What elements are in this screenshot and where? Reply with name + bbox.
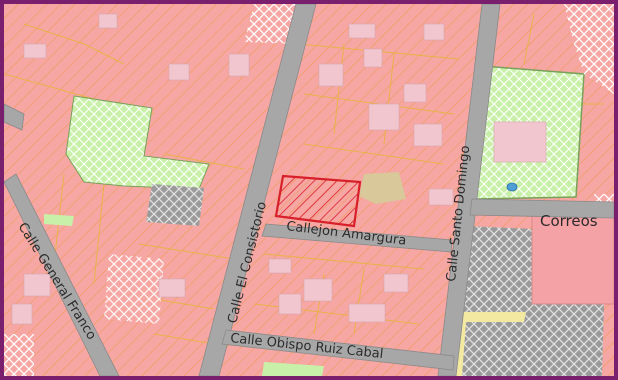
roads [4,4,614,376]
blue-dot-marker-icon[interactable] [506,182,518,192]
road-consistorio [198,4,317,376]
road-west-north [4,103,25,131]
road-santo-domingo [437,4,501,376]
grey-lot-southeast [452,226,604,376]
road-correos [469,198,614,219]
road-general-franco [4,173,120,376]
sand-area [359,172,406,204]
grey-lot-west [146,184,204,226]
lattice-west [4,334,34,376]
map-canvas[interactable]: Calle El Consistorio Calle Santo Domingo… [4,4,614,376]
lattice-block-south [104,254,164,324]
poi-label-correos: Correos [540,212,598,230]
road-callejon [261,223,453,253]
road-obispo [221,329,455,371]
selected-parcel[interactable] [274,174,362,228]
green-area-south [262,362,324,376]
lattice-northeast [564,4,614,94]
green-area-small [44,214,74,226]
buildings [11,13,547,325]
